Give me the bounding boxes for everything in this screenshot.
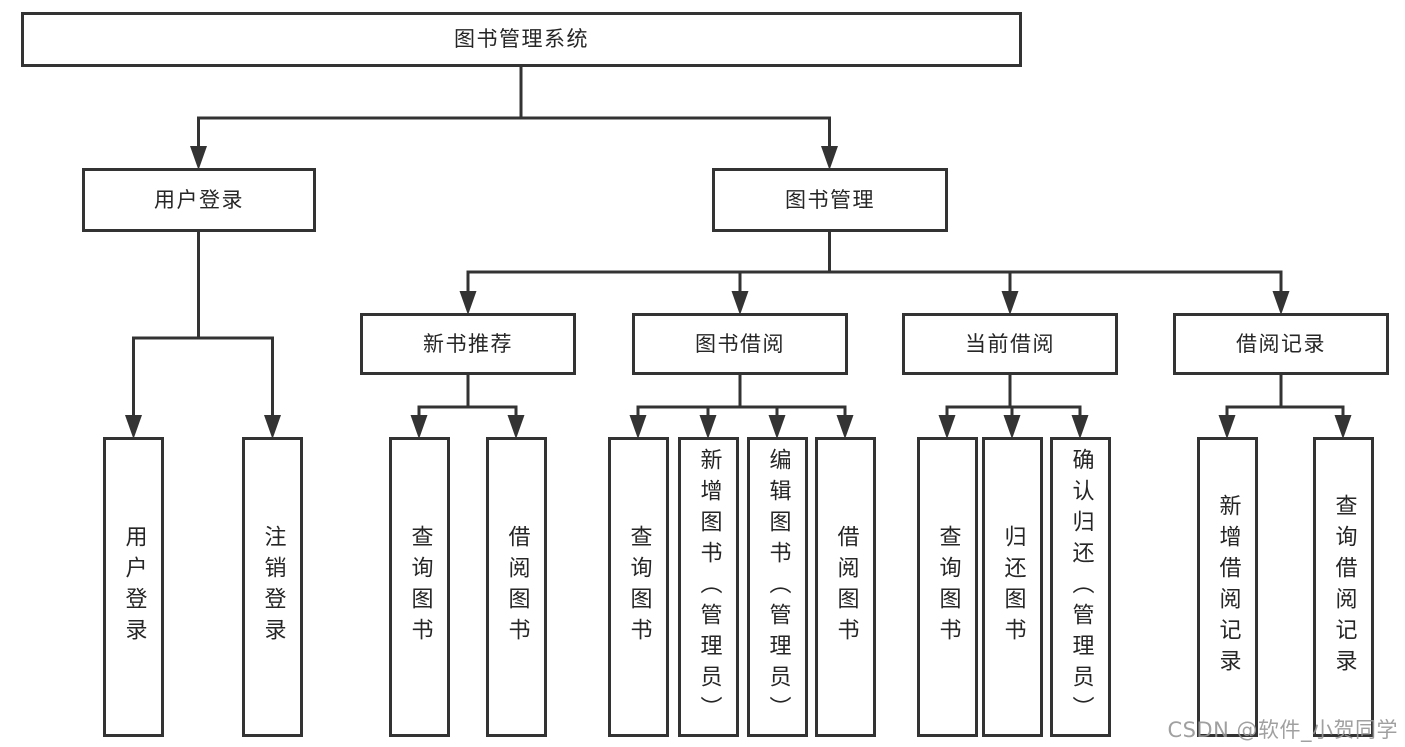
node-label: 新增图书（管理员） bbox=[696, 447, 722, 727]
node-user-login: 用户登录 bbox=[82, 168, 316, 232]
node-label: 图书管理 bbox=[785, 187, 875, 212]
node-leaf-user-login: 用户登录 bbox=[103, 437, 164, 737]
node-leaf-logout: 注销登录 bbox=[242, 437, 303, 737]
node-label: 注销登录 bbox=[260, 525, 286, 649]
node-label: 查询借阅记录 bbox=[1331, 494, 1357, 680]
node-borrow-records: 借阅记录 bbox=[1173, 313, 1389, 375]
node-label: 查询图书 bbox=[407, 525, 433, 649]
node-label: 图书管理系统 bbox=[454, 27, 589, 51]
node-label: 借阅图书 bbox=[504, 525, 530, 649]
node-leaf-query-books-current: 查询图书 bbox=[917, 437, 978, 737]
node-label: 图书借阅 bbox=[695, 331, 785, 356]
node-label: 编辑图书（管理员） bbox=[765, 447, 791, 727]
node-label: 归还图书 bbox=[1000, 525, 1026, 649]
node-leaf-return-book: 归还图书 bbox=[982, 437, 1043, 737]
node-leaf-query-borrow-record: 查询借阅记录 bbox=[1313, 437, 1374, 737]
node-label: 新书推荐 bbox=[423, 331, 513, 356]
node-label: 用户登录 bbox=[121, 525, 147, 649]
node-leaf-edit-book-admin: 编辑图书（管理员） bbox=[747, 437, 808, 737]
node-new-book-recommend: 新书推荐 bbox=[360, 313, 576, 375]
node-label: 借阅记录 bbox=[1236, 331, 1326, 356]
node-label: 确认归还（管理员） bbox=[1068, 447, 1094, 727]
node-book-borrow: 图书借阅 bbox=[632, 313, 848, 375]
node-leaf-query-books-borrow: 查询图书 bbox=[608, 437, 669, 737]
node-label: 用户登录 bbox=[154, 187, 244, 212]
node-current-borrow: 当前借阅 bbox=[902, 313, 1118, 375]
node-book-management: 图书管理 bbox=[712, 168, 948, 232]
node-label: 查询图书 bbox=[626, 525, 652, 649]
node-library-system: 图书管理系统 bbox=[21, 12, 1022, 67]
node-leaf-add-book-admin: 新增图书（管理员） bbox=[678, 437, 739, 737]
node-leaf-borrow-books-borrow: 借阅图书 bbox=[815, 437, 876, 737]
node-label: 新增借阅记录 bbox=[1215, 494, 1241, 680]
node-leaf-borrow-books-newbook: 借阅图书 bbox=[486, 437, 547, 737]
node-label: 查询图书 bbox=[935, 525, 961, 649]
node-leaf-confirm-return-admin: 确认归还（管理员） bbox=[1050, 437, 1111, 737]
node-label: 当前借阅 bbox=[965, 331, 1055, 356]
node-leaf-query-books-newbook: 查询图书 bbox=[389, 437, 450, 737]
csdn-watermark: CSDN @软件_小贺同学 bbox=[1167, 718, 1398, 742]
node-leaf-add-borrow-record: 新增借阅记录 bbox=[1197, 437, 1258, 737]
node-label: 借阅图书 bbox=[833, 525, 859, 649]
